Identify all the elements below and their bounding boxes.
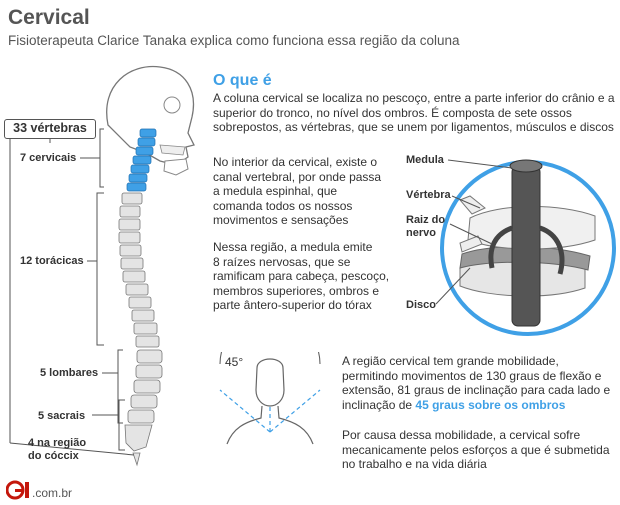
label-toracicas: 12 torácicas bbox=[20, 255, 84, 267]
g1-logo bbox=[6, 480, 29, 500]
raizes-paragraph: Nessa região, a medula emite 8 raízes ne… bbox=[213, 240, 390, 312]
effort-paragraph: Por causa dessa mobilidade, a cervical s… bbox=[342, 428, 610, 471]
page-title: Cervical bbox=[8, 6, 90, 29]
footer-domain: .com.br bbox=[32, 486, 73, 500]
label-lombares: 5 lombares bbox=[40, 367, 99, 379]
total-vertebrae-badge: 33 vértebras bbox=[4, 119, 96, 139]
head-tilt-illustration bbox=[219, 352, 321, 445]
angle-label: 45° bbox=[225, 355, 244, 369]
label-disco: Disco bbox=[406, 299, 436, 311]
page-subtitle: Fisioterapeuta Clarice Tanaka explica co… bbox=[8, 33, 460, 48]
intro-paragraph: A coluna cervical se localiza no pescoço… bbox=[213, 91, 615, 134]
medula-paragraph: No interior da cervical, existe o canal … bbox=[213, 155, 382, 227]
mobility-paragraph: A região cervical tem grande mobilidade,… bbox=[342, 354, 611, 412]
label-vertebra: Vértebra bbox=[406, 189, 451, 201]
label-raiz-1: Raiz do bbox=[406, 214, 446, 226]
vertebra-detail-illustration bbox=[435, 159, 616, 336]
mobility-highlight: 45 graus sobre os ombros bbox=[415, 397, 566, 412]
label-coccix-2: do cóccix bbox=[28, 450, 79, 462]
label-sacrais: 5 sacrais bbox=[38, 410, 86, 422]
label-coccix-1: 4 na região bbox=[28, 437, 87, 449]
label-raiz-2: nervo bbox=[406, 227, 436, 239]
label-medula: Medula bbox=[406, 154, 444, 166]
label-cervicais: 7 cervicais bbox=[20, 152, 77, 164]
section-heading: O que é bbox=[213, 72, 272, 89]
spine-illustration bbox=[9, 65, 195, 467]
